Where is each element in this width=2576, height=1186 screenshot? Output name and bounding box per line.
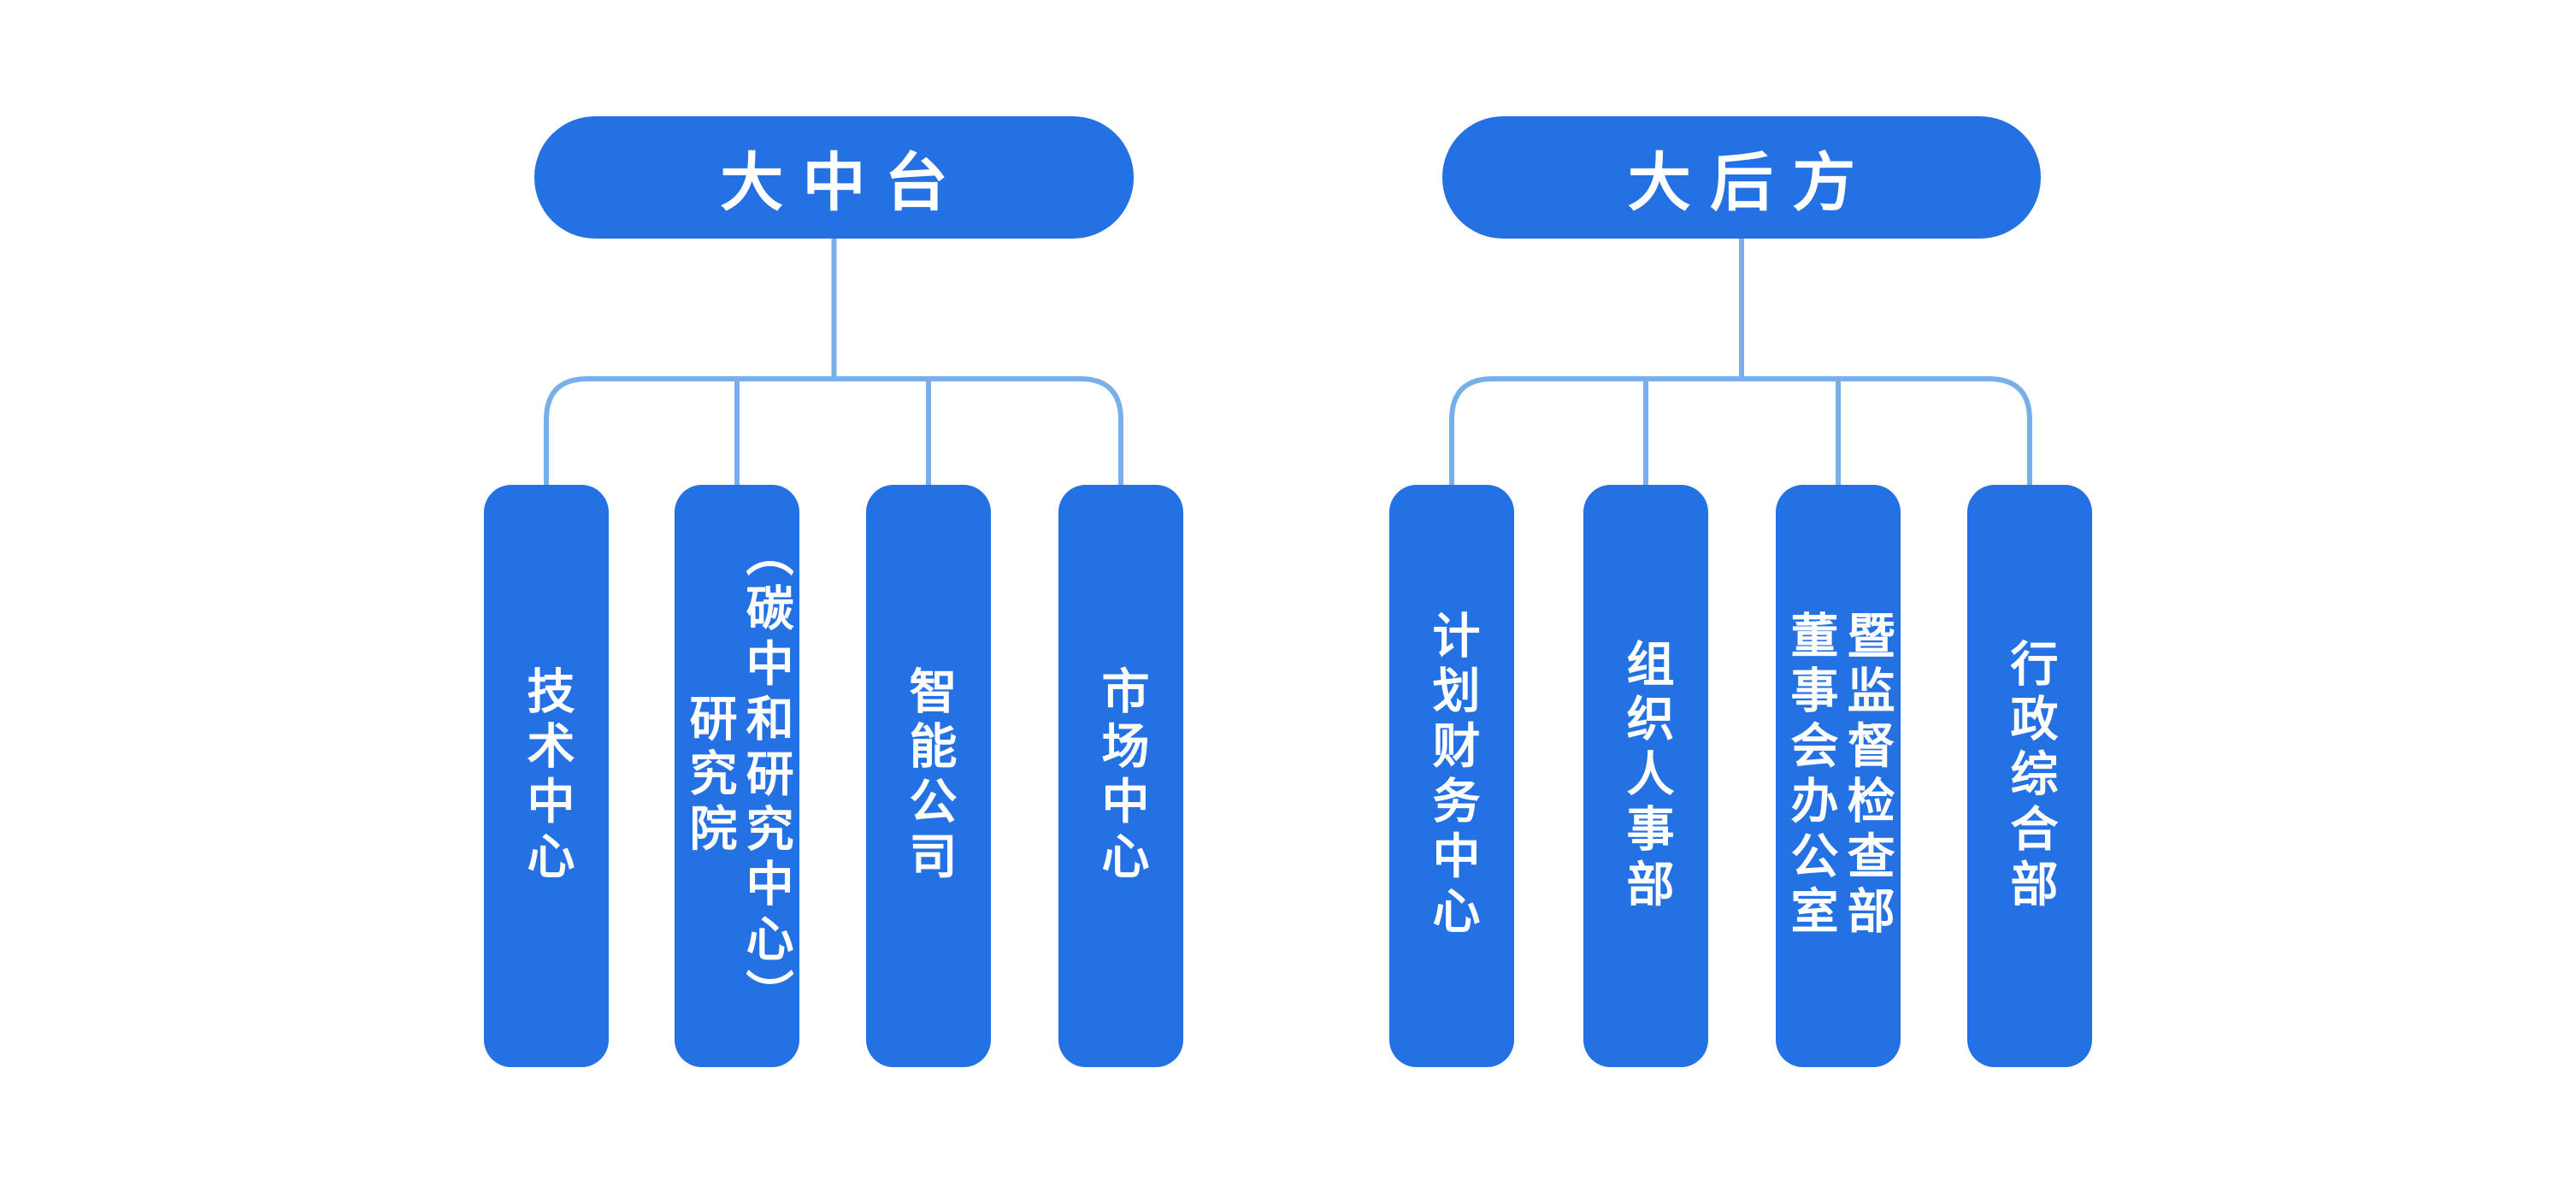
connector-path-da-hou-fang [1449,239,2032,485]
org-node-label: 行政综合部 [2002,638,2059,914]
org-node-child: 技术中心 [484,485,609,1067]
org-node-label: 董事会办公室 暨监督检查部 [1783,611,1895,941]
org-node-child: 智能公司 [866,485,991,1067]
org-node-label: 计划财务中心 [1424,611,1481,941]
org-node-label: 技术中心 [519,665,575,887]
org-node-label: 智能公司 [901,665,958,887]
org-node-child: 计划财务中心 [1389,485,1514,1067]
org-node-parent-da-hou-fang: 大后方 [1442,116,2041,239]
org-node-label: 大后方 [1627,146,1875,220]
org-node-child: 行政综合部 [1967,485,2092,1067]
org-node-child: 市场中心 [1058,485,1183,1067]
org-node-child: 组织人事部 [1583,485,1708,1067]
org-node-label: 研究院 （碳中和研究中心） [681,528,794,1024]
org-node-child: 董事会办公室 暨监督检查部 [1776,485,1901,1067]
connector-path-da-zhong-tai [544,239,1123,485]
org-node-parent-da-zhong-tai: 大中台 [534,116,1134,239]
org-node-label: 市场中心 [1093,665,1150,887]
org-node-label: 大中台 [720,146,967,220]
org-node-label: 组织人事部 [1618,638,1675,914]
org-node-child: 研究院 （碳中和研究中心） [675,485,799,1067]
